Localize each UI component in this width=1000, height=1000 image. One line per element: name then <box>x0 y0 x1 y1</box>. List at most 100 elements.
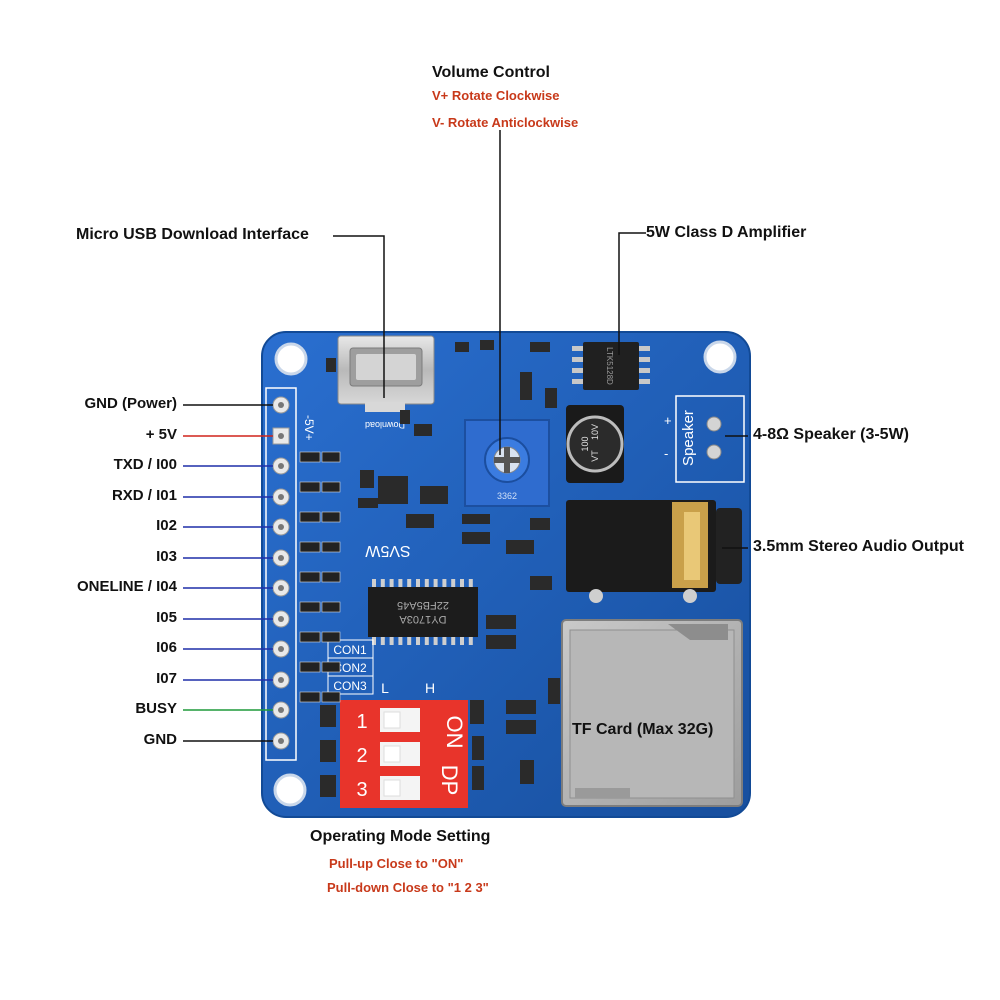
chip-pin <box>380 579 385 587</box>
svg-text:LTK5128D: LTK5128D <box>605 347 614 385</box>
pin-hole <box>278 616 284 622</box>
main-chip: DY1703A 22FB5A45 <box>368 579 478 645</box>
svg-text:DP: DP <box>437 765 462 796</box>
chip-pin <box>407 637 412 645</box>
amplifier-chip: LTK5128D <box>572 342 650 390</box>
svg-text:+: + <box>664 413 672 428</box>
pin-hole <box>278 646 284 652</box>
chip-pin <box>398 579 403 587</box>
resistor <box>299 541 321 553</box>
pin-label: I07 <box>156 670 177 687</box>
resistor <box>299 571 321 583</box>
pin-label: RXD / I01 <box>111 487 177 504</box>
resistor <box>299 481 321 493</box>
svg-text:3: 3 <box>356 779 367 801</box>
resistor <box>299 511 321 523</box>
chip-pin <box>451 637 456 645</box>
chip-pin <box>433 637 438 645</box>
svg-text:22FB5A45: 22FB5A45 <box>397 599 449 611</box>
svg-text:CON2: CON2 <box>333 661 367 675</box>
pin-hole <box>278 707 284 713</box>
resistor <box>321 691 341 703</box>
resistor <box>299 661 321 673</box>
mode-title: Operating Mode Setting <box>310 828 491 845</box>
chip-pin <box>442 579 447 587</box>
volume-cw-note: V+ Rotate Clockwise <box>432 88 560 103</box>
resistor <box>321 631 341 643</box>
pin-hole <box>278 494 284 500</box>
resistor <box>299 451 321 463</box>
svg-text:DY1703A: DY1703A <box>399 613 447 625</box>
chip-pin <box>389 637 394 645</box>
chip-pin <box>416 637 420 645</box>
chip-pin <box>424 637 429 645</box>
resistor <box>321 541 341 553</box>
leader-lines <box>333 130 748 549</box>
resistor <box>321 571 341 583</box>
pin-label: GND <box>143 731 177 748</box>
pin-hole <box>278 463 284 469</box>
pin-label: ONELINE / I04 <box>76 578 177 595</box>
pin-hole <box>278 738 284 744</box>
audio-output-label: 3.5mm Stereo Audio Output <box>753 538 964 555</box>
svg-text:-: - <box>664 446 668 461</box>
pin-hole <box>278 677 284 683</box>
tf-card-label: TF Card (Max 32G) <box>572 721 714 738</box>
svg-text:CON1: CON1 <box>333 643 367 657</box>
pin-hole <box>278 555 284 561</box>
speaker-outline <box>675 395 745 483</box>
speaker-label: 4-8Ω Speaker (3-5W) <box>753 426 909 443</box>
chip-pin <box>460 579 464 587</box>
chip-pin <box>468 637 473 645</box>
resistor <box>321 451 341 463</box>
resistor <box>299 601 321 613</box>
resistor <box>321 601 341 613</box>
svg-text:ON: ON <box>442 716 467 749</box>
usb-label: Micro USB Download Interface <box>76 226 309 243</box>
volume-ccw-note: V- Rotate Anticlockwise <box>432 115 579 130</box>
pin-leader-lines <box>183 404 273 742</box>
volume-potentiometer: 3362 <box>464 419 550 507</box>
chip-pin <box>372 579 376 587</box>
svg-text:100: 100 <box>580 436 590 451</box>
svg-text:2: 2 <box>356 745 367 767</box>
pin-header-outline <box>265 387 297 761</box>
pin-hole <box>278 433 284 439</box>
chip-pin <box>389 579 394 587</box>
smd-components <box>320 340 560 797</box>
mode-pullup-note: Pull-up Close to "ON" <box>329 856 464 871</box>
pin-hole <box>278 524 284 530</box>
resistor <box>321 661 341 673</box>
resistor <box>299 631 321 643</box>
download-silk: Download <box>365 420 405 430</box>
chip-pin <box>468 579 473 587</box>
dip-switch: 1 2 3 ON DP <box>340 700 468 808</box>
pin-label: TXD / I00 <box>113 456 177 473</box>
audio-jack <box>566 500 742 603</box>
pin-hole <box>278 402 284 408</box>
pin-label: GND (Power) <box>84 395 177 412</box>
capacitor: 100 10V VT <box>566 405 624 483</box>
speaker-silk: Speaker <box>680 410 697 466</box>
5v-silk: -5V+ <box>302 415 316 441</box>
chip-pin <box>380 637 385 645</box>
amplifier-label: 5W Class D Amplifier <box>646 224 807 241</box>
chip-pin <box>372 637 376 645</box>
pin-label: + 5V <box>145 426 177 443</box>
resistor <box>299 691 321 703</box>
chip-pin <box>442 637 447 645</box>
mode-pulldown-note: Pull-down Close to "1 2 3" <box>327 880 489 895</box>
svg-text:L: L <box>381 680 389 696</box>
pin-label: I02 <box>156 517 177 534</box>
pin-hole <box>278 585 284 591</box>
svg-text:1: 1 <box>356 711 367 733</box>
chip-pin <box>460 637 464 645</box>
chip-pin <box>416 579 420 587</box>
con-labels: CON1 CON2 CON3 L H <box>327 639 435 696</box>
chip-pin <box>433 579 438 587</box>
svg-text:3362: 3362 <box>497 491 517 501</box>
speaker-terminal <box>706 416 722 460</box>
svg-text:H: H <box>425 680 435 696</box>
